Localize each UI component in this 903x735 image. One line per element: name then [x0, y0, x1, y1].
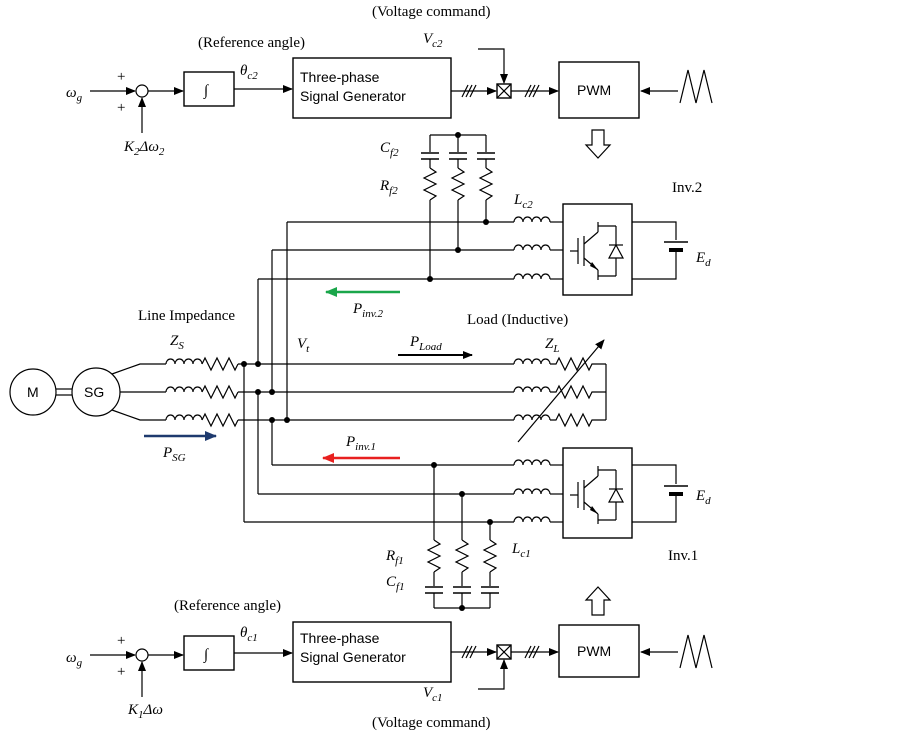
lc1-label: Lc1 — [511, 541, 531, 560]
p-sg-label: PSG — [162, 445, 186, 464]
bottom-control-chain: (Reference angle) ωg + + K1Δω ∫ θc1 Thre… — [66, 586, 713, 731]
theta-c2-label: θc2 — [240, 63, 258, 82]
down-arrow-icon — [584, 129, 612, 159]
plus-sign-bottom-1: + — [117, 633, 125, 649]
plus-sign-bottom-2: + — [117, 664, 125, 680]
rf1-label: Rf1 — [385, 548, 404, 567]
load-impedance-zl — [513, 356, 607, 428]
motor-label: M — [27, 384, 39, 400]
inductors-lc1 — [513, 459, 551, 523]
inverter2-block — [562, 203, 633, 296]
omega-g-top-label: ωg — [66, 85, 83, 104]
summing-junction-bottom — [135, 648, 149, 662]
pwm-block-bottom — [558, 624, 640, 678]
carrier-wave-bottom — [679, 634, 713, 669]
igbt-icon-inv2 — [570, 222, 625, 280]
pwm-block-top — [558, 61, 640, 119]
integrator-symbol-bottom: ∫ — [203, 647, 210, 663]
carrier-wave-top — [679, 69, 713, 104]
inv1-label: Inv.1 — [668, 548, 698, 564]
top-control-chain: (Voltage command) (Reference angle) ωg +… — [66, 4, 713, 159]
reference-angle-bottom-label: (Reference angle) — [174, 598, 281, 614]
zl-label: ZL — [545, 336, 559, 355]
signal-generator-top-line2: Signal Generator — [300, 88, 406, 104]
integrator-symbol-top: ∫ — [203, 83, 210, 99]
theta-c1-label: θc1 — [240, 625, 258, 644]
pwm-bottom-label: PWM — [577, 643, 611, 659]
signal-generator-bottom-line1: Three-phase — [300, 630, 380, 646]
lc2-label: Lc2 — [513, 192, 533, 211]
signal-generator-top — [292, 57, 452, 119]
integrator-block-bottom — [183, 635, 235, 671]
inductors-lc2 — [513, 216, 551, 280]
integrator-block-top — [183, 71, 235, 107]
filter-resistors-bottom — [426, 465, 498, 586]
cf2-label: Cf2 — [380, 140, 399, 159]
up-arrow-icon — [584, 586, 612, 616]
filter-capacitors-bottom — [425, 586, 499, 611]
p-inv2-label: Pinv.2 — [352, 301, 384, 320]
vt-label: Vt — [297, 336, 310, 355]
signal-generator-bottom — [292, 621, 452, 683]
inverter2-section: Cf2 Rf2 Lc2 — [258, 132, 711, 296]
variable-load-arrow — [517, 339, 605, 443]
zs-label: ZS — [170, 333, 184, 352]
k1-delta-omega-label: K1Δω — [127, 702, 163, 721]
inverter1-section: Lc1 Ed Inv.1 — [244, 447, 711, 611]
voltage-command-top-label: (Voltage command) — [372, 4, 490, 20]
ed-top-label: Ed — [695, 250, 711, 269]
plus-sign-top-2: + — [117, 100, 125, 116]
k2-delta-omega2-label: K2Δω2 — [123, 139, 165, 158]
p-inv1-label: Pinv.1 — [345, 434, 376, 453]
summing-junction-top — [135, 84, 149, 98]
igbt-icon-inv1 — [570, 466, 625, 524]
vc1-label: Vc1 — [423, 685, 443, 704]
motor-symbol — [9, 368, 57, 416]
pwm-top-label: PWM — [577, 82, 611, 98]
vc2-label: Vc2 — [423, 31, 443, 50]
filter-resistors-top — [422, 167, 494, 279]
main-bus: Line Impedance Load (Inductive) M SG ZS — [9, 222, 607, 522]
inv2-label: Inv.2 — [672, 180, 702, 196]
filter-capacitors-top — [421, 135, 495, 168]
voltage-command-bottom-label: (Voltage command) — [372, 715, 490, 731]
load-inductive-label: Load (Inductive) — [467, 312, 568, 328]
p-load-label: PLoad — [409, 334, 442, 353]
inverter1-block — [562, 447, 633, 539]
reference-angle-top-label: (Reference angle) — [198, 35, 305, 51]
line-impedance-label: Line Impedance — [138, 308, 235, 324]
omega-g-bottom-label: ωg — [66, 650, 83, 669]
generator-label: SG — [84, 384, 104, 400]
signal-generator-top-line1: Three-phase — [300, 69, 380, 85]
signal-generator-bottom-line2: Signal Generator — [300, 649, 406, 665]
rf2-label: Rf2 — [379, 178, 398, 197]
line-impedance-zs — [165, 356, 239, 428]
plus-sign-top-1: + — [117, 69, 125, 85]
cf1-label: Cf1 — [386, 574, 405, 593]
ed-bottom-label: Ed — [695, 488, 711, 507]
